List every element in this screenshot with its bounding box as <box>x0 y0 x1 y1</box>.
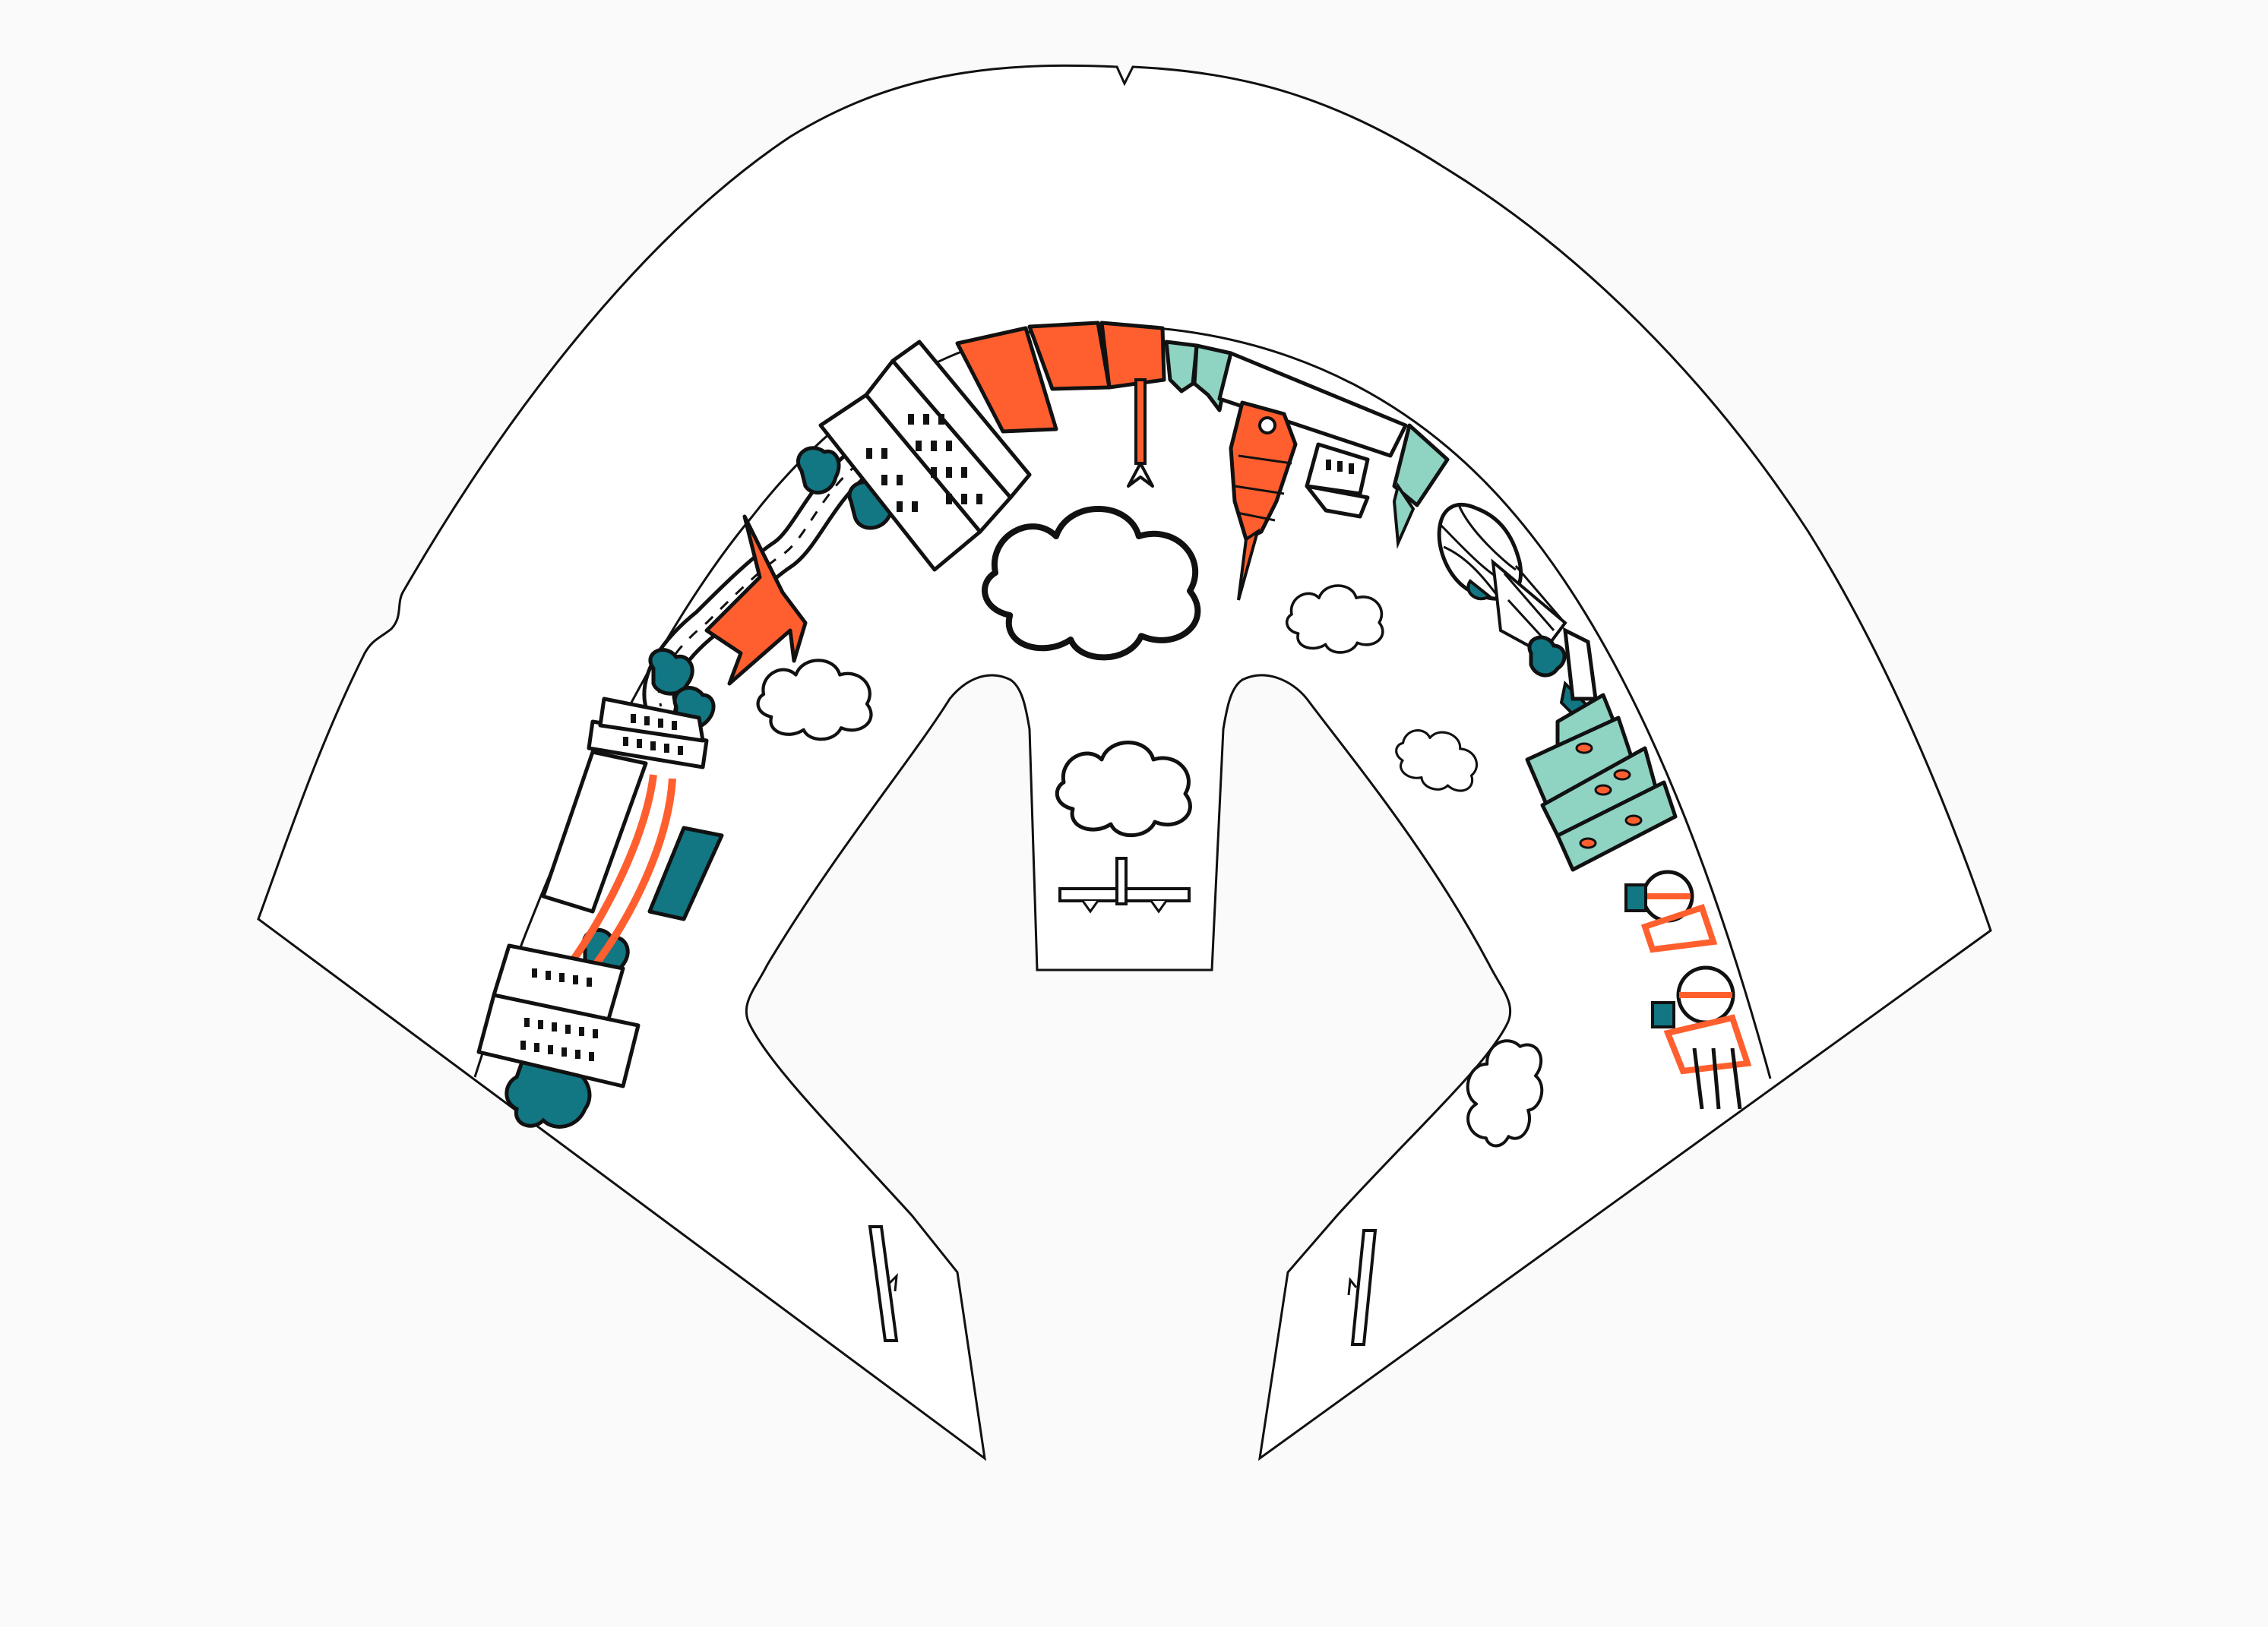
tower-block-icon <box>1305 442 1370 519</box>
rail-loop-icon <box>1624 870 1752 1110</box>
airplane-icon <box>1058 857 1191 914</box>
gherkin-icon <box>1437 502 1567 656</box>
radio-mast-icon <box>1127 378 1154 488</box>
fold-tab-icon <box>868 1225 899 1342</box>
tower-block-icon <box>476 697 724 1088</box>
zigzag-sculpture-icon <box>704 514 808 686</box>
fold-tab-icon <box>1347 1229 1378 1346</box>
skyscraper-icon <box>818 340 1032 572</box>
skyscraper-icon <box>1525 627 1678 872</box>
big-ben-icon <box>1229 400 1298 601</box>
terraced-houses-icon <box>1164 340 1450 549</box>
tower-block-icon <box>955 321 1166 434</box>
